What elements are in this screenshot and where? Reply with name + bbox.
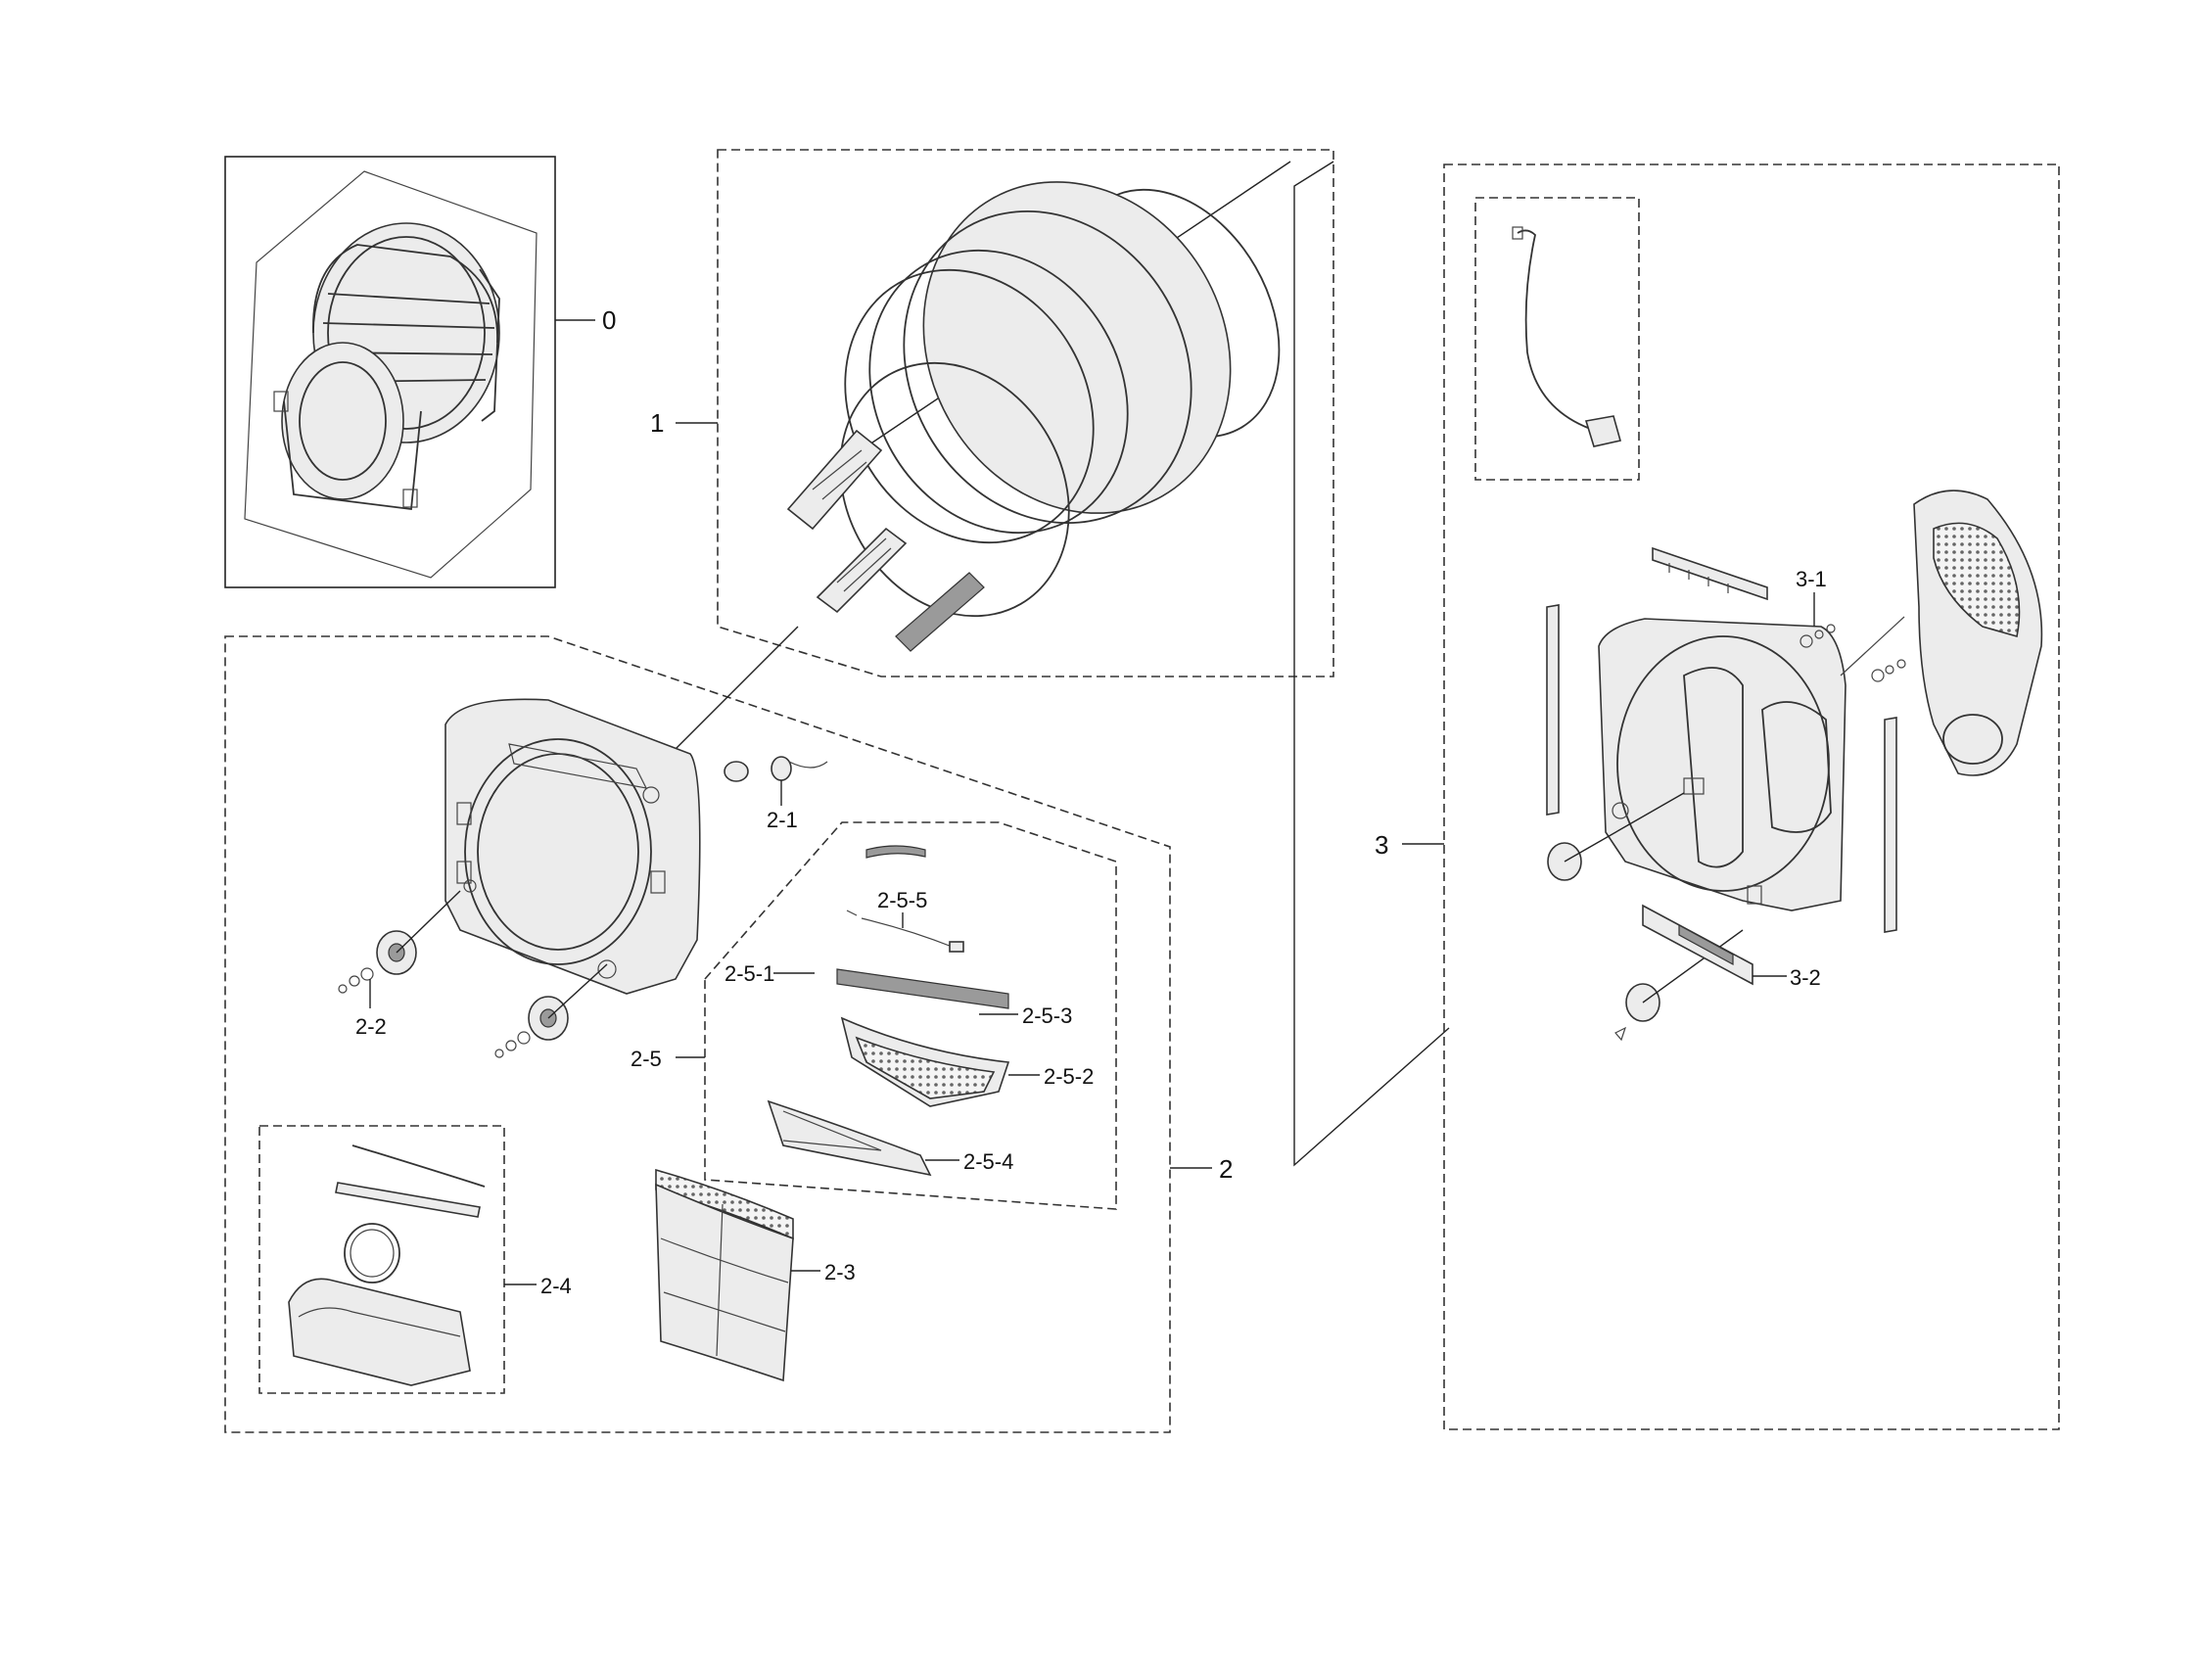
front-panel-2-frame — [224, 635, 1171, 1433]
callout-2-5-5: 2-5-5 — [877, 888, 927, 912]
assembly-0-card-outline — [244, 170, 538, 579]
assembly-0-drum-illustration — [273, 222, 500, 511]
rear-panel-top-bracket — [1652, 546, 1768, 601]
callout-3-1: 3-1 — [1796, 567, 1827, 591]
callout-3: 3 — [1375, 830, 1388, 860]
rear-panel-body — [1598, 618, 1846, 911]
callout-2-3: 2-3 — [824, 1260, 856, 1284]
front-panel-2-body — [444, 698, 701, 995]
front-panel-2-group: 2-1 2-2 2-5-5 — [224, 626, 1233, 1433]
callout-2-1: 2-1 — [767, 808, 798, 832]
drum-1-lifter-a — [786, 429, 883, 531]
callout-2-2: 2-2 — [355, 1014, 387, 1039]
rear-duct — [1840, 490, 2043, 776]
rear-panel-left-bracket — [1546, 604, 1560, 816]
assembly-0-frame — [224, 156, 556, 588]
part-3-2 — [1642, 904, 1787, 986]
rear-panel-right-bracket — [1884, 717, 1897, 933]
part-2-4 — [288, 1144, 537, 1386]
drum-1-front-seal — [839, 361, 1070, 618]
callout-2-5-3: 2-5-3 — [1022, 1003, 1072, 1028]
drum-1-lifter-b — [816, 527, 908, 614]
wire-harness — [1512, 226, 1621, 447]
callout-0: 0 — [602, 305, 616, 335]
harness-frame — [1474, 197, 1640, 481]
callout-2-5: 2-5 — [631, 1047, 662, 1071]
drum-1-body — [844, 181, 1232, 544]
part-2-2 — [338, 890, 608, 1058]
rear-panel-3-frame — [1443, 163, 2060, 1430]
callout-2-5-2: 2-5-2 — [1044, 1064, 1094, 1089]
part-2-5-5 — [846, 845, 964, 953]
rear-panel-3-group: 3-1 3-2 3 — [1375, 163, 2060, 1430]
drum-1-lifter-c — [895, 572, 985, 652]
callout-2: 2 — [1219, 1154, 1233, 1184]
duct-2-4-frame — [258, 1125, 505, 1394]
callout-2-4: 2-4 — [540, 1274, 572, 1298]
part-2-5-4 — [767, 1099, 959, 1177]
filter-housing-2-5-frame — [704, 821, 1117, 1210]
drum-1-group: 1 — [650, 149, 1334, 677]
callout-2-5-4: 2-5-4 — [963, 1149, 1013, 1174]
connector-1-2 — [675, 626, 799, 750]
part-2-3 — [655, 1168, 820, 1382]
part-2-1 — [724, 756, 828, 806]
part-3-1 — [1800, 592, 1906, 682]
part-2-5-2 — [840, 1016, 1040, 1107]
part-2-5-1 — [773, 968, 1009, 1009]
callout-1: 1 — [650, 408, 664, 438]
callout-2-5-1: 2-5-1 — [725, 961, 774, 986]
assembly-0-group: 0 — [224, 156, 616, 588]
callout-3-2: 3-2 — [1790, 965, 1821, 990]
drum-1-frame — [717, 149, 1334, 677]
connector-1-3 — [1293, 161, 1450, 1167]
